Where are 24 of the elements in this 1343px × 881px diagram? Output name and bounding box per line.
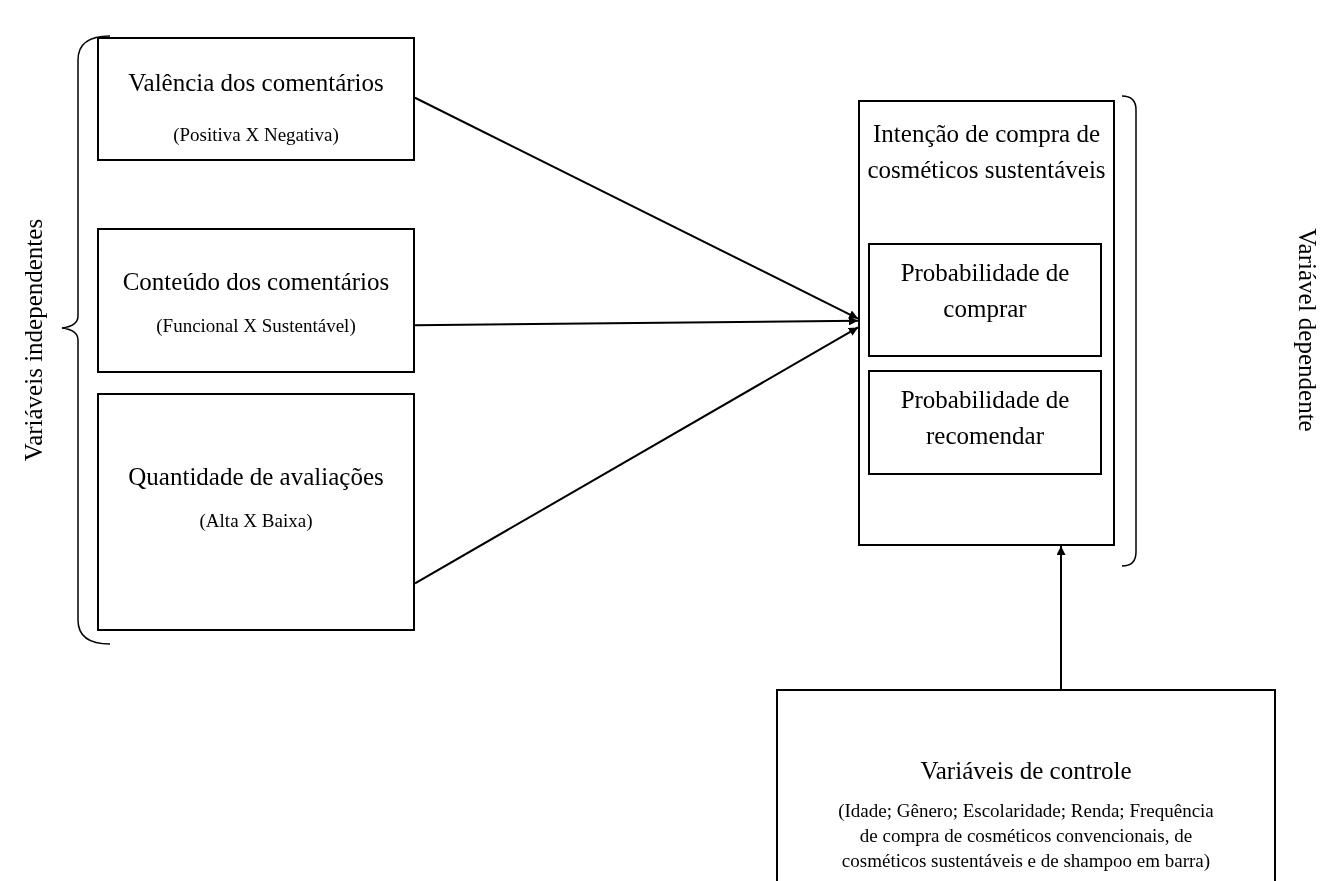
variable-box: [97, 228, 415, 373]
group-label: Variável dependente: [1292, 228, 1321, 432]
box-title: Valência dos comentários: [128, 68, 384, 98]
box-title: Quantidade de avaliações: [128, 462, 384, 492]
variable-box: [97, 37, 415, 161]
variable-box: [97, 393, 415, 631]
box-title: Probabilidade de recomendar: [899, 385, 1071, 452]
measure-box: [868, 370, 1102, 475]
box-subtitle: (Funcional X Sustentável): [156, 314, 356, 339]
arrow: [414, 326, 859, 585]
box-subtitle: (Positiva X Negativa): [173, 123, 339, 148]
arrow: [1056, 545, 1066, 690]
box-subtitle: (Idade; Gênero; Escolaridade; Renda; Frequência de compra de cosméticos convencionais, de cosméticos sustentáveis e de shampoo em barra): [838, 799, 1214, 873]
box-title: Conteúdo dos comentários: [122, 267, 390, 297]
group-label: Variáveis independentes: [20, 218, 49, 462]
arrow: [414, 316, 859, 327]
arrow: [414, 96, 859, 320]
box-title: Variáveis de controle: [920, 756, 1132, 786]
box-title: Probabilidade de comprar: [899, 258, 1071, 325]
box-title: Intenção de compra de cosméticos sustentáveis: [866, 119, 1107, 186]
variable-box: [858, 100, 1115, 546]
measure-box: [868, 243, 1102, 357]
box-subtitle: (Alta X Baixa): [199, 509, 313, 534]
variable-box: [776, 689, 1276, 881]
